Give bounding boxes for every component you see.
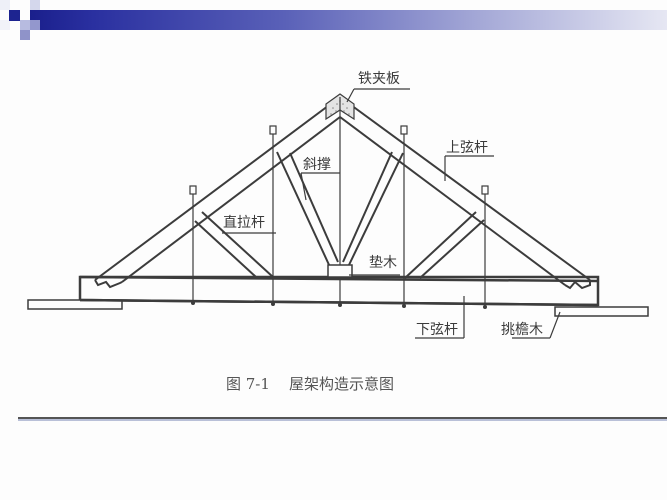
label-diagonal-brace: 斜撑 [303,157,331,173]
decor-square [20,20,30,30]
slide-header-bar [30,10,667,30]
label-top-chord: 上弦杆 [446,140,488,156]
left-top-chord [94,96,341,289]
right-top-chord [339,96,591,290]
label-bottom-chord: 下弦杆 [416,322,458,338]
label-vertical-tie-rod: 直拉杆 [223,215,265,231]
decor-square [20,30,30,40]
decor-square [0,0,10,10]
leader-lines [222,88,561,339]
label-pad-wood: 垫木 [369,255,397,271]
decor-square [9,10,20,21]
figure-number: 图 7-1 [226,375,270,393]
vertical-tie-rods [192,133,486,307]
decor-square [30,20,40,30]
figure-title: 屋架构造示意图 [289,375,395,393]
decor-square [30,0,40,10]
right-eave-board [554,306,649,317]
decor-square [0,20,10,30]
pad-wood [327,264,353,278]
label-iron-clamp-plate: 铁夹板 [358,71,400,87]
figure-caption: 图 7-1 屋架构造示意图 [226,373,394,394]
label-eave-board: 挑檐木 [501,322,543,338]
left-eave-board [27,299,123,310]
bottom-divider [18,417,667,419]
diagonal-braces [194,151,485,279]
